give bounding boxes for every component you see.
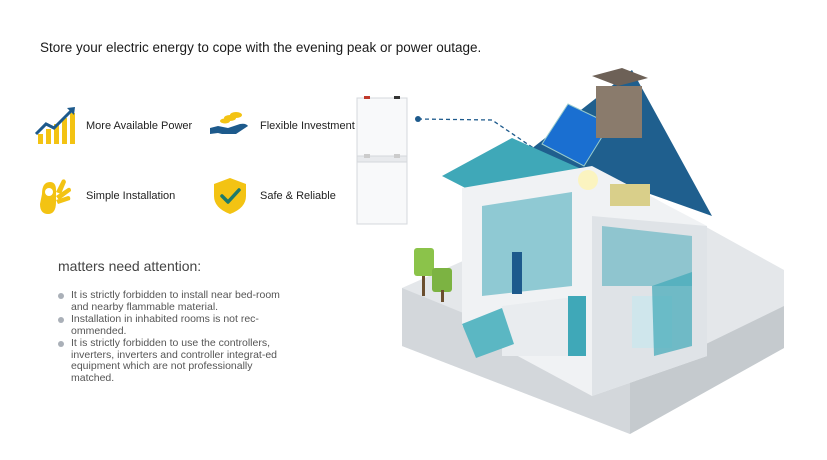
feature-label: More Available Power bbox=[86, 120, 193, 132]
feature-label: Flexible Investment bbox=[260, 120, 355, 132]
feature-label: Simple Installation bbox=[86, 190, 176, 202]
note-text: Installation in inhabited rooms is not r… bbox=[71, 313, 259, 337]
bullet-icon bbox=[58, 341, 64, 347]
house-illustration bbox=[402, 68, 784, 434]
feature-label: Safe & Reliable bbox=[260, 190, 336, 202]
growth-chart-icon bbox=[34, 104, 78, 148]
ok-hand-icon bbox=[34, 174, 78, 218]
note-text: It is strictly forbidden to install near… bbox=[71, 289, 280, 313]
feature-simple-installation: Simple Installation bbox=[34, 174, 175, 218]
feature-flexible-investment: Flexible Investment bbox=[208, 104, 355, 148]
notes-title: matters need attention: bbox=[58, 258, 202, 274]
bullet-icon bbox=[58, 317, 64, 323]
headline: Store your electric energy to cope with … bbox=[40, 40, 482, 55]
battery-unit-illustration bbox=[356, 96, 408, 225]
list-item: It is strictly forbidden to use the cont… bbox=[58, 337, 290, 384]
hand-coins-icon bbox=[208, 104, 252, 148]
feature-safe-reliable: Safe & Reliable bbox=[208, 174, 336, 218]
notes-list: It is strictly forbidden to install near… bbox=[58, 289, 290, 385]
bullet-icon bbox=[58, 293, 64, 299]
note-text: It is strictly forbidden to use the cont… bbox=[71, 337, 278, 384]
list-item: Installation in inhabited rooms is not r… bbox=[58, 313, 290, 337]
list-item: It is strictly forbidden to install near… bbox=[58, 289, 290, 313]
shield-check-icon bbox=[208, 174, 252, 218]
feature-more-power: More Available Power bbox=[34, 104, 192, 148]
